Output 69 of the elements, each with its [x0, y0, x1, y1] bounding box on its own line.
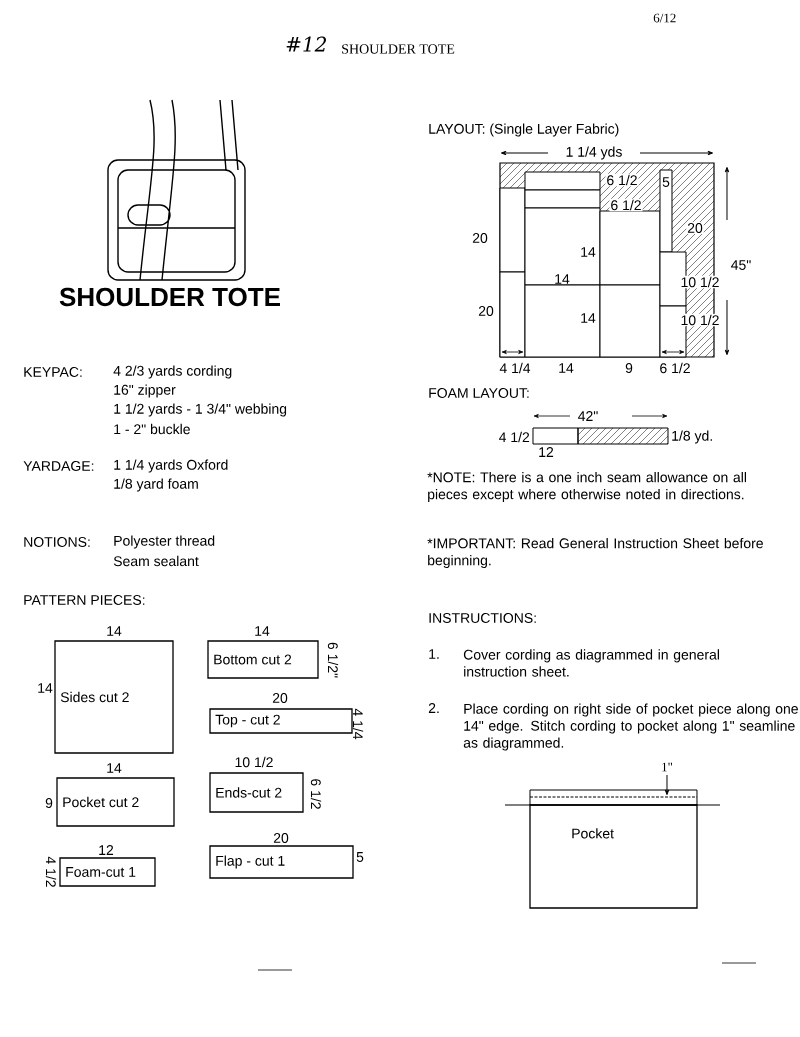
- dimension-label: 14: [581, 247, 596, 257]
- dimension-label: 5: [662, 177, 670, 187]
- dimension-label: 45": [731, 260, 751, 270]
- dimension-label: 1": [662, 762, 673, 772]
- dimension-label: 6 1/2: [609, 198, 643, 212]
- dimension-label: 10 1/2: [235, 756, 273, 768]
- bag-lettering: SHOULDER TOTE: [59, 287, 280, 307]
- dimension-label: 14: [255, 626, 270, 636]
- dimension-label: 4 1/2: [45, 856, 57, 887]
- dimension-label: 20: [273, 833, 289, 843]
- dimension-label: 6 1/2: [605, 173, 639, 187]
- step-number: 1.: [429, 649, 439, 659]
- dimension-label: 10 1/2: [679, 313, 721, 327]
- handwritten-number: #12: [286, 36, 326, 52]
- pattern-piece: Bottom cut 2: [207, 640, 319, 679]
- list-item: 1 1/4 yards Oxford: [114, 459, 228, 473]
- instruction-text: Cover cording as diagrammed in general instruction sheet.: [463, 649, 719, 677]
- dimension-label: 20: [472, 233, 488, 243]
- list-item: 4 2/3 yards cording: [113, 365, 232, 379]
- dimension-label: 14: [555, 274, 570, 284]
- dimension-label: 14: [581, 313, 596, 323]
- section-heading: PATTERN PIECES:: [24, 595, 145, 605]
- list-item: 1 1/2 yards - 1 3/4" webbing: [114, 403, 287, 417]
- section-heading: LAYOUT: (Single Layer Fabric): [429, 123, 619, 137]
- instruction-text: Place cording on right side of pocket piece along one 14" edge. Stitch cording to pocket along 1" seamline as diagrammed.: [463, 703, 798, 751]
- pattern-piece: Pocket: [529, 804, 698, 909]
- section-heading: NOTIONS:: [24, 537, 90, 547]
- dimension-label: 14: [559, 363, 574, 373]
- pattern-piece: Foam-cut 1: [59, 857, 156, 887]
- dimension-label: 20: [686, 222, 704, 234]
- dimension-label: 6 1/2: [660, 362, 690, 374]
- dimension-label: 5: [356, 852, 364, 862]
- list-item: 16" zipper: [114, 384, 176, 398]
- dimension-label: 4 1/4: [352, 708, 364, 740]
- note-text: *NOTE: There is a one inch seam allowance on all pieces except where otherwise noted in directions.: [427, 472, 746, 503]
- dimension-label: 14: [107, 626, 122, 636]
- list-item: Polyester thread: [114, 535, 215, 549]
- dimension-label: 12: [99, 845, 114, 855]
- step-number: 2.: [428, 703, 439, 713]
- dimension-label: 14: [107, 763, 122, 773]
- dimension-label: 20: [272, 693, 288, 703]
- pattern-piece: Ends-cut 2: [209, 772, 304, 813]
- section-heading: FOAM LAYOUT:: [429, 388, 529, 398]
- dimension-label: 1 1/4 yds: [566, 146, 622, 160]
- note-text: *IMPORTANT: Read General Instruction Sheet before beginning.: [427, 538, 763, 569]
- title: SHOULDER TOTE: [342, 44, 455, 54]
- page-number: 6/12: [653, 13, 676, 23]
- dimension-label: 4 1/4: [499, 362, 531, 374]
- pattern-piece: Pocket cut 2: [56, 777, 175, 827]
- pattern-piece: Sides cut 2: [54, 640, 174, 754]
- dimension-label: 42": [578, 411, 598, 421]
- dimension-label: 4 1/2: [498, 431, 530, 443]
- dimension-label: 12: [539, 447, 554, 457]
- dimension-label: 14: [38, 683, 53, 693]
- list-item: Seam sealant: [113, 555, 199, 567]
- dimension-label: 9: [625, 363, 633, 373]
- dimension-label: 6 1/2: [310, 779, 322, 809]
- section-heading: KEYPAC:: [24, 367, 82, 377]
- list-item: 1 - 2" buckle: [114, 423, 190, 435]
- dimension-label: 20: [478, 306, 494, 316]
- dimension-label: 1/8 yd.: [672, 430, 712, 444]
- section-heading: YARDAGE:: [23, 461, 94, 471]
- dimension-label: 9: [45, 798, 53, 808]
- dimension-label: 10 1/2: [679, 275, 721, 289]
- pattern-piece: Top - cut 2: [209, 708, 353, 734]
- dimension-label: 6 1/2": [327, 642, 339, 678]
- pattern-piece: Flap - cut 1: [209, 845, 354, 879]
- section-heading: INSTRUCTIONS:: [429, 613, 536, 623]
- list-item: 1/8 yard foam: [114, 478, 198, 492]
